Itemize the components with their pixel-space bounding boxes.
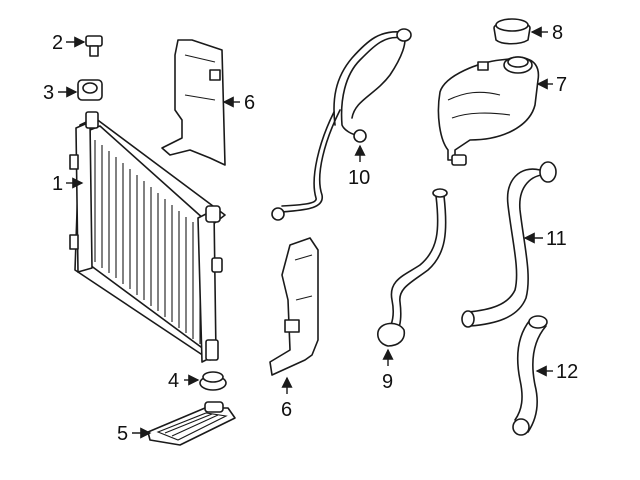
callout-3: 3 xyxy=(43,82,54,104)
leader-lines xyxy=(58,26,553,439)
callout-6-upper: 6 xyxy=(244,92,255,114)
callout-9: 9 xyxy=(382,371,393,393)
callout-11: 11 xyxy=(546,228,567,250)
callout-10: 10 xyxy=(348,167,370,189)
lower-shield xyxy=(147,401,236,446)
air-deflector-lower xyxy=(269,237,319,376)
vent-hose xyxy=(271,28,412,221)
radiator xyxy=(69,111,226,363)
callout-1: 1 xyxy=(52,173,63,195)
callout-12: 12 xyxy=(556,361,578,383)
lower-mount xyxy=(199,371,227,391)
lower-radiator-hose xyxy=(512,315,548,436)
callout-7: 7 xyxy=(556,74,567,96)
callout-8: 8 xyxy=(552,22,563,44)
air-deflector-upper xyxy=(161,39,226,166)
callout-4: 4 xyxy=(168,370,179,392)
coolant-hose xyxy=(377,188,448,347)
callout-6-lower: 6 xyxy=(281,399,292,421)
radiator-mount xyxy=(77,79,103,101)
upper-radiator-hose xyxy=(461,161,557,328)
expansion-tank-cap xyxy=(493,18,531,45)
callout-labels: 1 2 3 4 5 6 6 7 8 9 10 11 12 xyxy=(43,22,578,445)
clip-fastener xyxy=(85,35,103,57)
callout-5: 5 xyxy=(117,423,128,445)
expansion-tank xyxy=(437,56,540,166)
callout-2: 2 xyxy=(52,32,63,54)
